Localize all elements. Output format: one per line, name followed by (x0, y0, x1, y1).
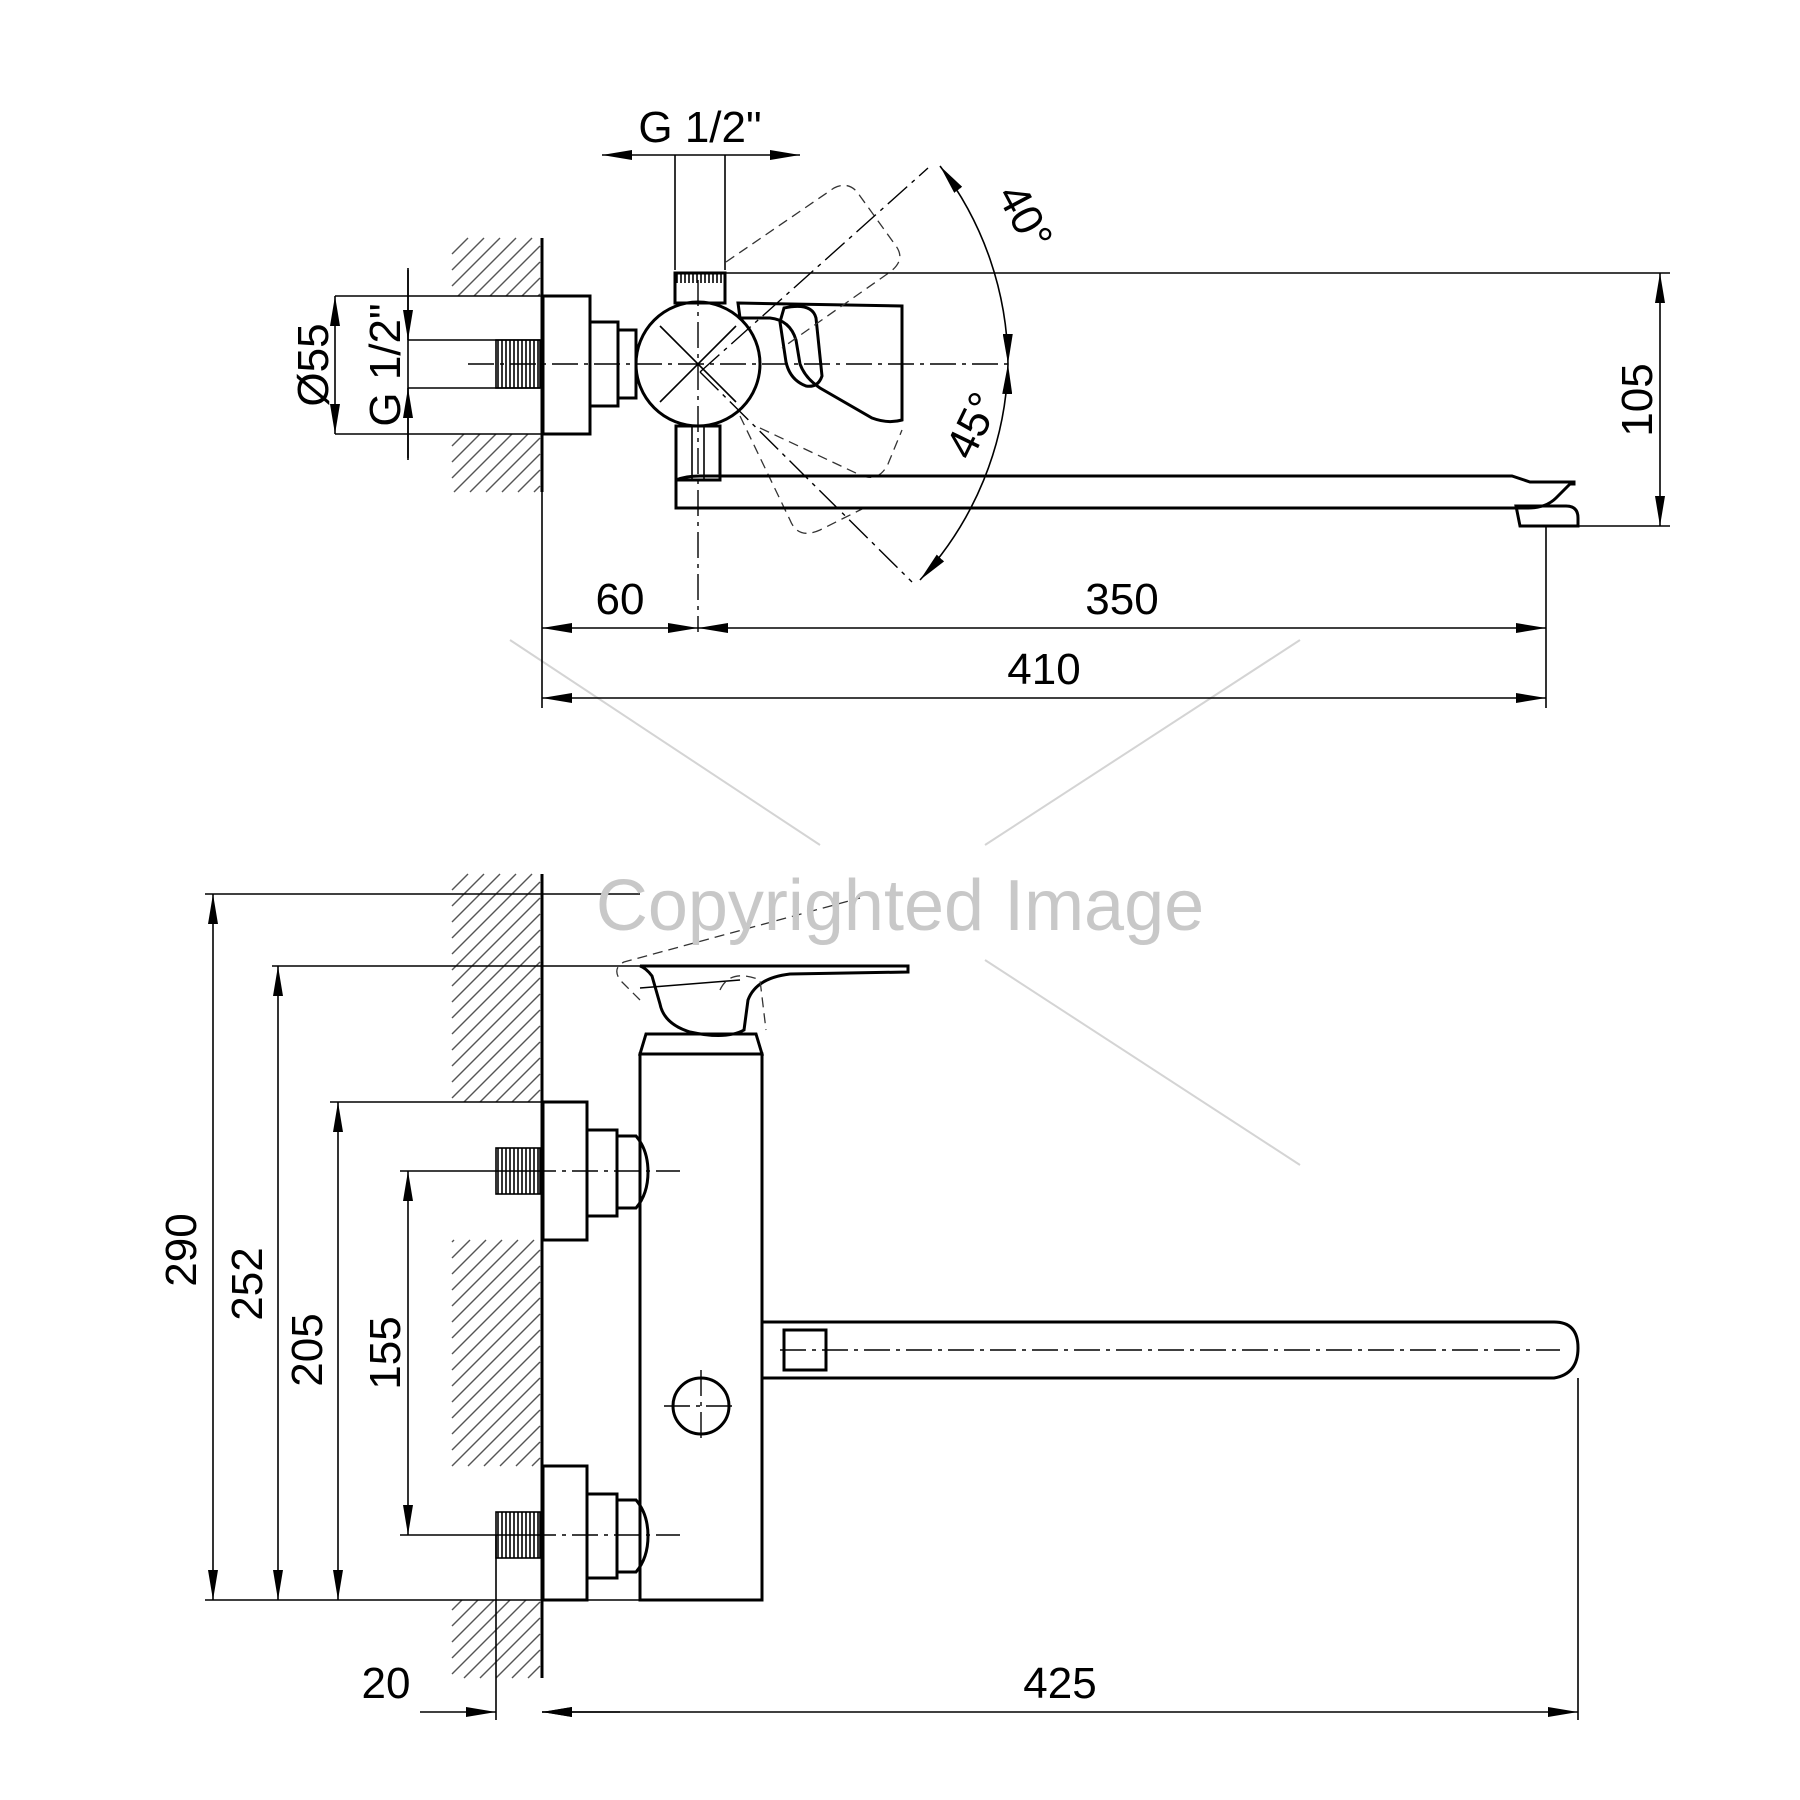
top-view: G 1/2" Ø55 G 1/2" 105 40° 45° 60 350 410 (289, 103, 1670, 708)
watermark-text: Copyrighted Image (596, 866, 1204, 946)
dim-axis-to-spout: 350 (1085, 575, 1158, 624)
mixer-body (638, 1052, 764, 1602)
dim-upper-inlet-height: 205 (283, 1313, 332, 1386)
dim-thread-top: G 1/2" (638, 103, 761, 152)
dim-inlet-spacing: 155 (361, 1316, 410, 1389)
dim-spout-reach: 425 (1023, 1659, 1096, 1708)
handle-lever (736, 301, 904, 424)
dim-thread-side: G 1/2" (361, 303, 410, 426)
dim-diameter: Ø55 (289, 323, 338, 406)
dim-overall-height: 290 (157, 1213, 206, 1286)
dim-inlet-offset: 20 (362, 1659, 411, 1708)
lever-front (639, 964, 910, 1037)
dim-angle-upper: 40° (988, 176, 1063, 258)
inlet-connector (495, 294, 638, 436)
top-thread-stub (673, 271, 727, 305)
handle-rotation-ghost (725, 184, 903, 534)
watermark-lines (509, 639, 1301, 1166)
dim-angle-lower: 45° (936, 385, 1009, 466)
dim-wall-to-axis: 60 (596, 575, 645, 624)
dim-height-right: 105 (1613, 363, 1662, 436)
front-view: 290 252 205 155 20 425 (157, 873, 1580, 1720)
spout-top-view (674, 474, 1576, 510)
spout-front-view (762, 1320, 1580, 1380)
wall-hatch-top (451, 237, 544, 493)
dim-overall-length: 410 (1007, 645, 1080, 694)
dim-lever-height: 252 (223, 1247, 272, 1320)
